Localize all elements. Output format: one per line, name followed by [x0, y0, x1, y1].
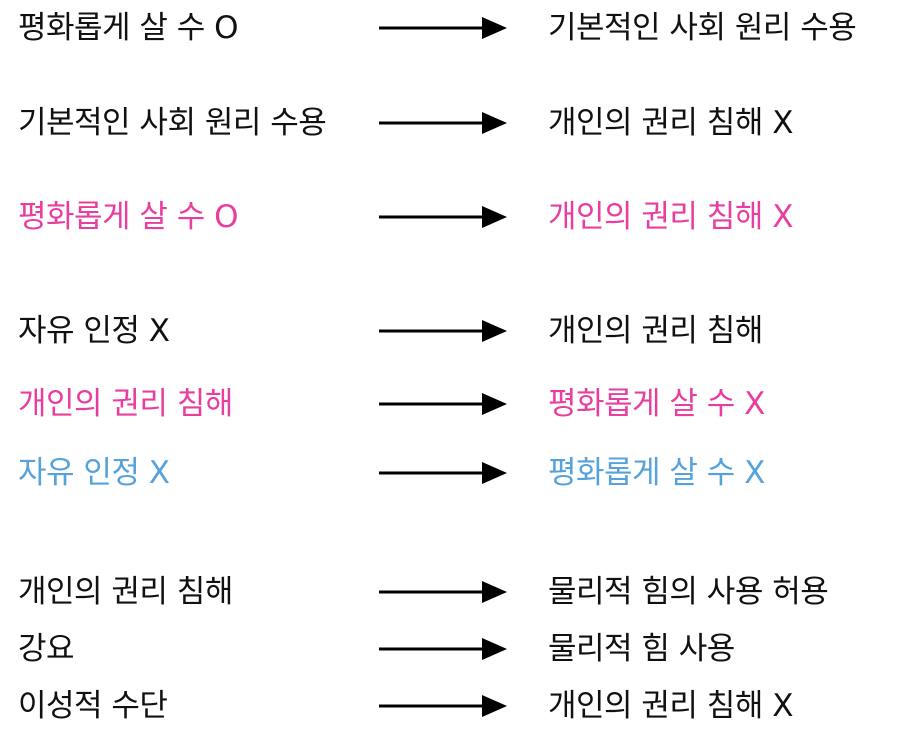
premise-label: 자유 인정 X	[18, 455, 170, 491]
premise-label: 기본적인 사회 원리 수용	[18, 105, 327, 141]
inference-row: 평화롭게 살 수 O 개인의 권리 침해 X	[0, 195, 903, 239]
inference-row: 평화롭게 살 수 O 기본적인 사회 원리 수용	[0, 6, 903, 50]
right-arrow-icon	[379, 112, 507, 134]
premise-label: 자유 인정 X	[18, 313, 170, 349]
right-arrow-icon	[379, 393, 507, 415]
conclusion-label: 기본적인 사회 원리 수용	[548, 10, 857, 46]
right-arrow-icon	[379, 206, 507, 228]
premise-label: 강요	[18, 631, 75, 667]
conclusion-label: 개인의 권리 침해 X	[548, 688, 793, 724]
right-arrow-icon	[379, 695, 507, 717]
inference-row: 기본적인 사회 원리 수용 개인의 권리 침해 X	[0, 101, 903, 145]
inference-row: 개인의 권리 침해 물리적 힘의 사용 허용	[0, 570, 903, 614]
conclusion-label: 물리적 힘의 사용 허용	[548, 574, 829, 610]
right-arrow-icon	[379, 17, 507, 39]
inference-row: 강요 물리적 힘 사용	[0, 627, 903, 671]
conclusion-label: 평화롭게 살 수 X	[548, 386, 765, 422]
premise-label: 이성적 수단	[18, 688, 168, 724]
inference-row: 개인의 권리 침해 평화롭게 살 수 X	[0, 382, 903, 426]
conclusion-label: 개인의 권리 침해 X	[548, 199, 793, 235]
premise-label: 개인의 권리 침해	[18, 386, 233, 422]
conclusion-label: 개인의 권리 침해	[548, 313, 763, 349]
conclusion-label: 개인의 권리 침해 X	[548, 105, 793, 141]
right-arrow-icon	[379, 462, 507, 484]
inference-row: 자유 인정 X 평화롭게 살 수 X	[0, 451, 903, 495]
right-arrow-icon	[379, 638, 507, 660]
right-arrow-icon	[379, 581, 507, 603]
conclusion-label: 물리적 힘 사용	[548, 631, 735, 667]
premise-label: 개인의 권리 침해	[18, 574, 233, 610]
inference-row: 이성적 수단 개인의 권리 침해 X	[0, 684, 903, 728]
inference-row: 자유 인정 X 개인의 권리 침해	[0, 309, 903, 353]
right-arrow-icon	[379, 320, 507, 342]
premise-label: 평화롭게 살 수 O	[18, 10, 239, 46]
premise-label: 평화롭게 살 수 O	[18, 199, 239, 235]
conclusion-label: 평화롭게 살 수 X	[548, 455, 765, 491]
